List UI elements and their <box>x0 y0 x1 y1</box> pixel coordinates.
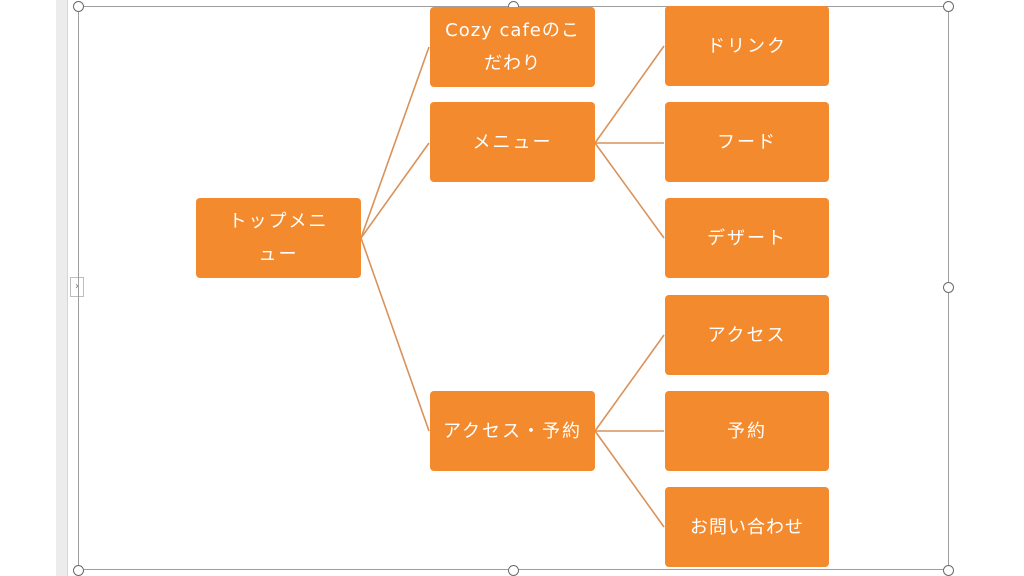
node-top-menu[interactable]: トップメニュー <box>196 198 361 278</box>
node-dessert-label: デザート <box>707 227 787 249</box>
connector-root-to-kodawari <box>360 46 430 239</box>
resize-handle-top-right[interactable] <box>943 1 954 12</box>
node-menu[interactable]: メニュー <box>430 102 595 182</box>
slide-panel-edge <box>56 0 68 576</box>
node-access[interactable]: アクセス <box>665 295 829 375</box>
connector-root-to-menu <box>360 142 430 239</box>
node-reserve-label: 予約 <box>727 420 767 442</box>
node-access-reserve-label: アクセス・予約 <box>442 420 583 442</box>
connector-access-reserve-to-access <box>594 334 665 432</box>
node-dessert[interactable]: デザート <box>665 198 829 278</box>
connector-menu-to-dessert <box>594 142 665 239</box>
resize-handle-top-left[interactable] <box>73 1 84 12</box>
chevron-right-icon: › <box>75 281 79 292</box>
node-food-label: フード <box>717 131 777 153</box>
node-contact-label: お問い合わせ <box>690 516 804 538</box>
connector-menu-to-drink <box>594 45 665 144</box>
resize-handle-middle-right[interactable] <box>943 282 954 293</box>
node-drink-label: ドリンク <box>707 35 787 57</box>
connector-access-reserve-to-contact <box>594 430 665 528</box>
node-cozy-cafe-kodawari-label: Cozy cafeのこだわり <box>445 20 580 74</box>
node-cozy-cafe-kodawari[interactable]: Cozy cafeのこだわり <box>430 7 595 87</box>
node-reserve[interactable]: 予約 <box>665 391 829 471</box>
node-access-reserve[interactable]: アクセス・予約 <box>430 391 595 471</box>
expand-panel-button[interactable]: › <box>70 277 84 297</box>
node-menu-label: メニュー <box>472 131 553 153</box>
node-contact[interactable]: お問い合わせ <box>665 487 829 567</box>
node-food[interactable]: フード <box>665 102 829 182</box>
connector-root-to-access-reserve <box>360 237 430 432</box>
node-drink[interactable]: ドリンク <box>665 6 829 86</box>
node-top-menu-label: トップメニュー <box>228 211 329 265</box>
node-access-label: アクセス <box>707 324 787 346</box>
